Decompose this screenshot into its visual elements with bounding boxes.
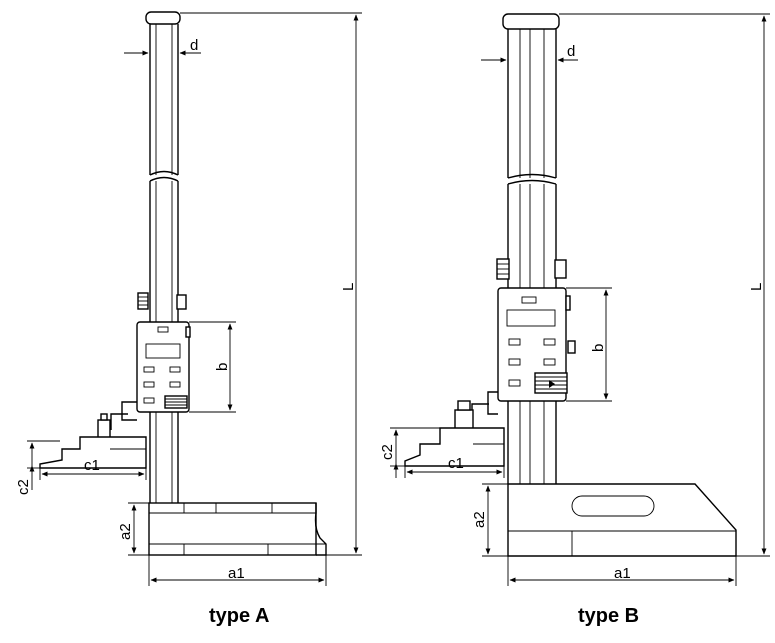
type-a-label-L: L [340, 283, 357, 291]
type-a-label-c1: c1 [84, 457, 100, 474]
type-b-labels: d L b c2 c1 a2 a1 type B [379, 43, 765, 627]
type-b-label-b: b [590, 344, 607, 352]
type-a-display-unit [136, 321, 190, 413]
type-b-label-c1: c1 [448, 455, 464, 472]
type-a-column [149, 24, 179, 503]
type-a-lcd [145, 343, 181, 359]
type-b-base [507, 483, 737, 557]
type-a-scriber [39, 436, 147, 469]
type-a-labels: d L b c2 c1 a2 a1 type A [15, 37, 357, 627]
type-b-scriber [404, 427, 505, 467]
type-b-base-slot [571, 495, 655, 517]
type-a-label-c2: c2 [15, 479, 32, 495]
type-a-label-b: b [214, 363, 231, 371]
type-a-top-cap [145, 11, 181, 25]
type-b-label-L: L [748, 283, 765, 291]
type-b-label-c2: c2 [379, 444, 396, 460]
type-a-label-a2: a2 [117, 523, 134, 540]
type-b-gauge [404, 13, 737, 557]
type-b-column [507, 29, 557, 484]
type-b-lcd [506, 309, 556, 327]
type-a-lock-screw-right [176, 294, 187, 310]
type-a-gauge [39, 11, 327, 556]
type-b-label-a2: a2 [471, 511, 488, 528]
type-a-label-a1: a1 [228, 565, 245, 582]
type-b-caption: type B [578, 605, 639, 627]
type-b-dimensions [390, 13, 770, 586]
type-b-label-d: d [567, 43, 575, 60]
type-b-label-a1: a1 [614, 565, 631, 582]
type-a-caption: type A [209, 605, 269, 627]
type-b-lock-screw-right [554, 259, 567, 279]
type-a-base [148, 502, 317, 556]
type-a-label-d: d [190, 37, 198, 54]
type-b-top-cap [502, 13, 560, 30]
type-a-dimensions [27, 12, 362, 586]
